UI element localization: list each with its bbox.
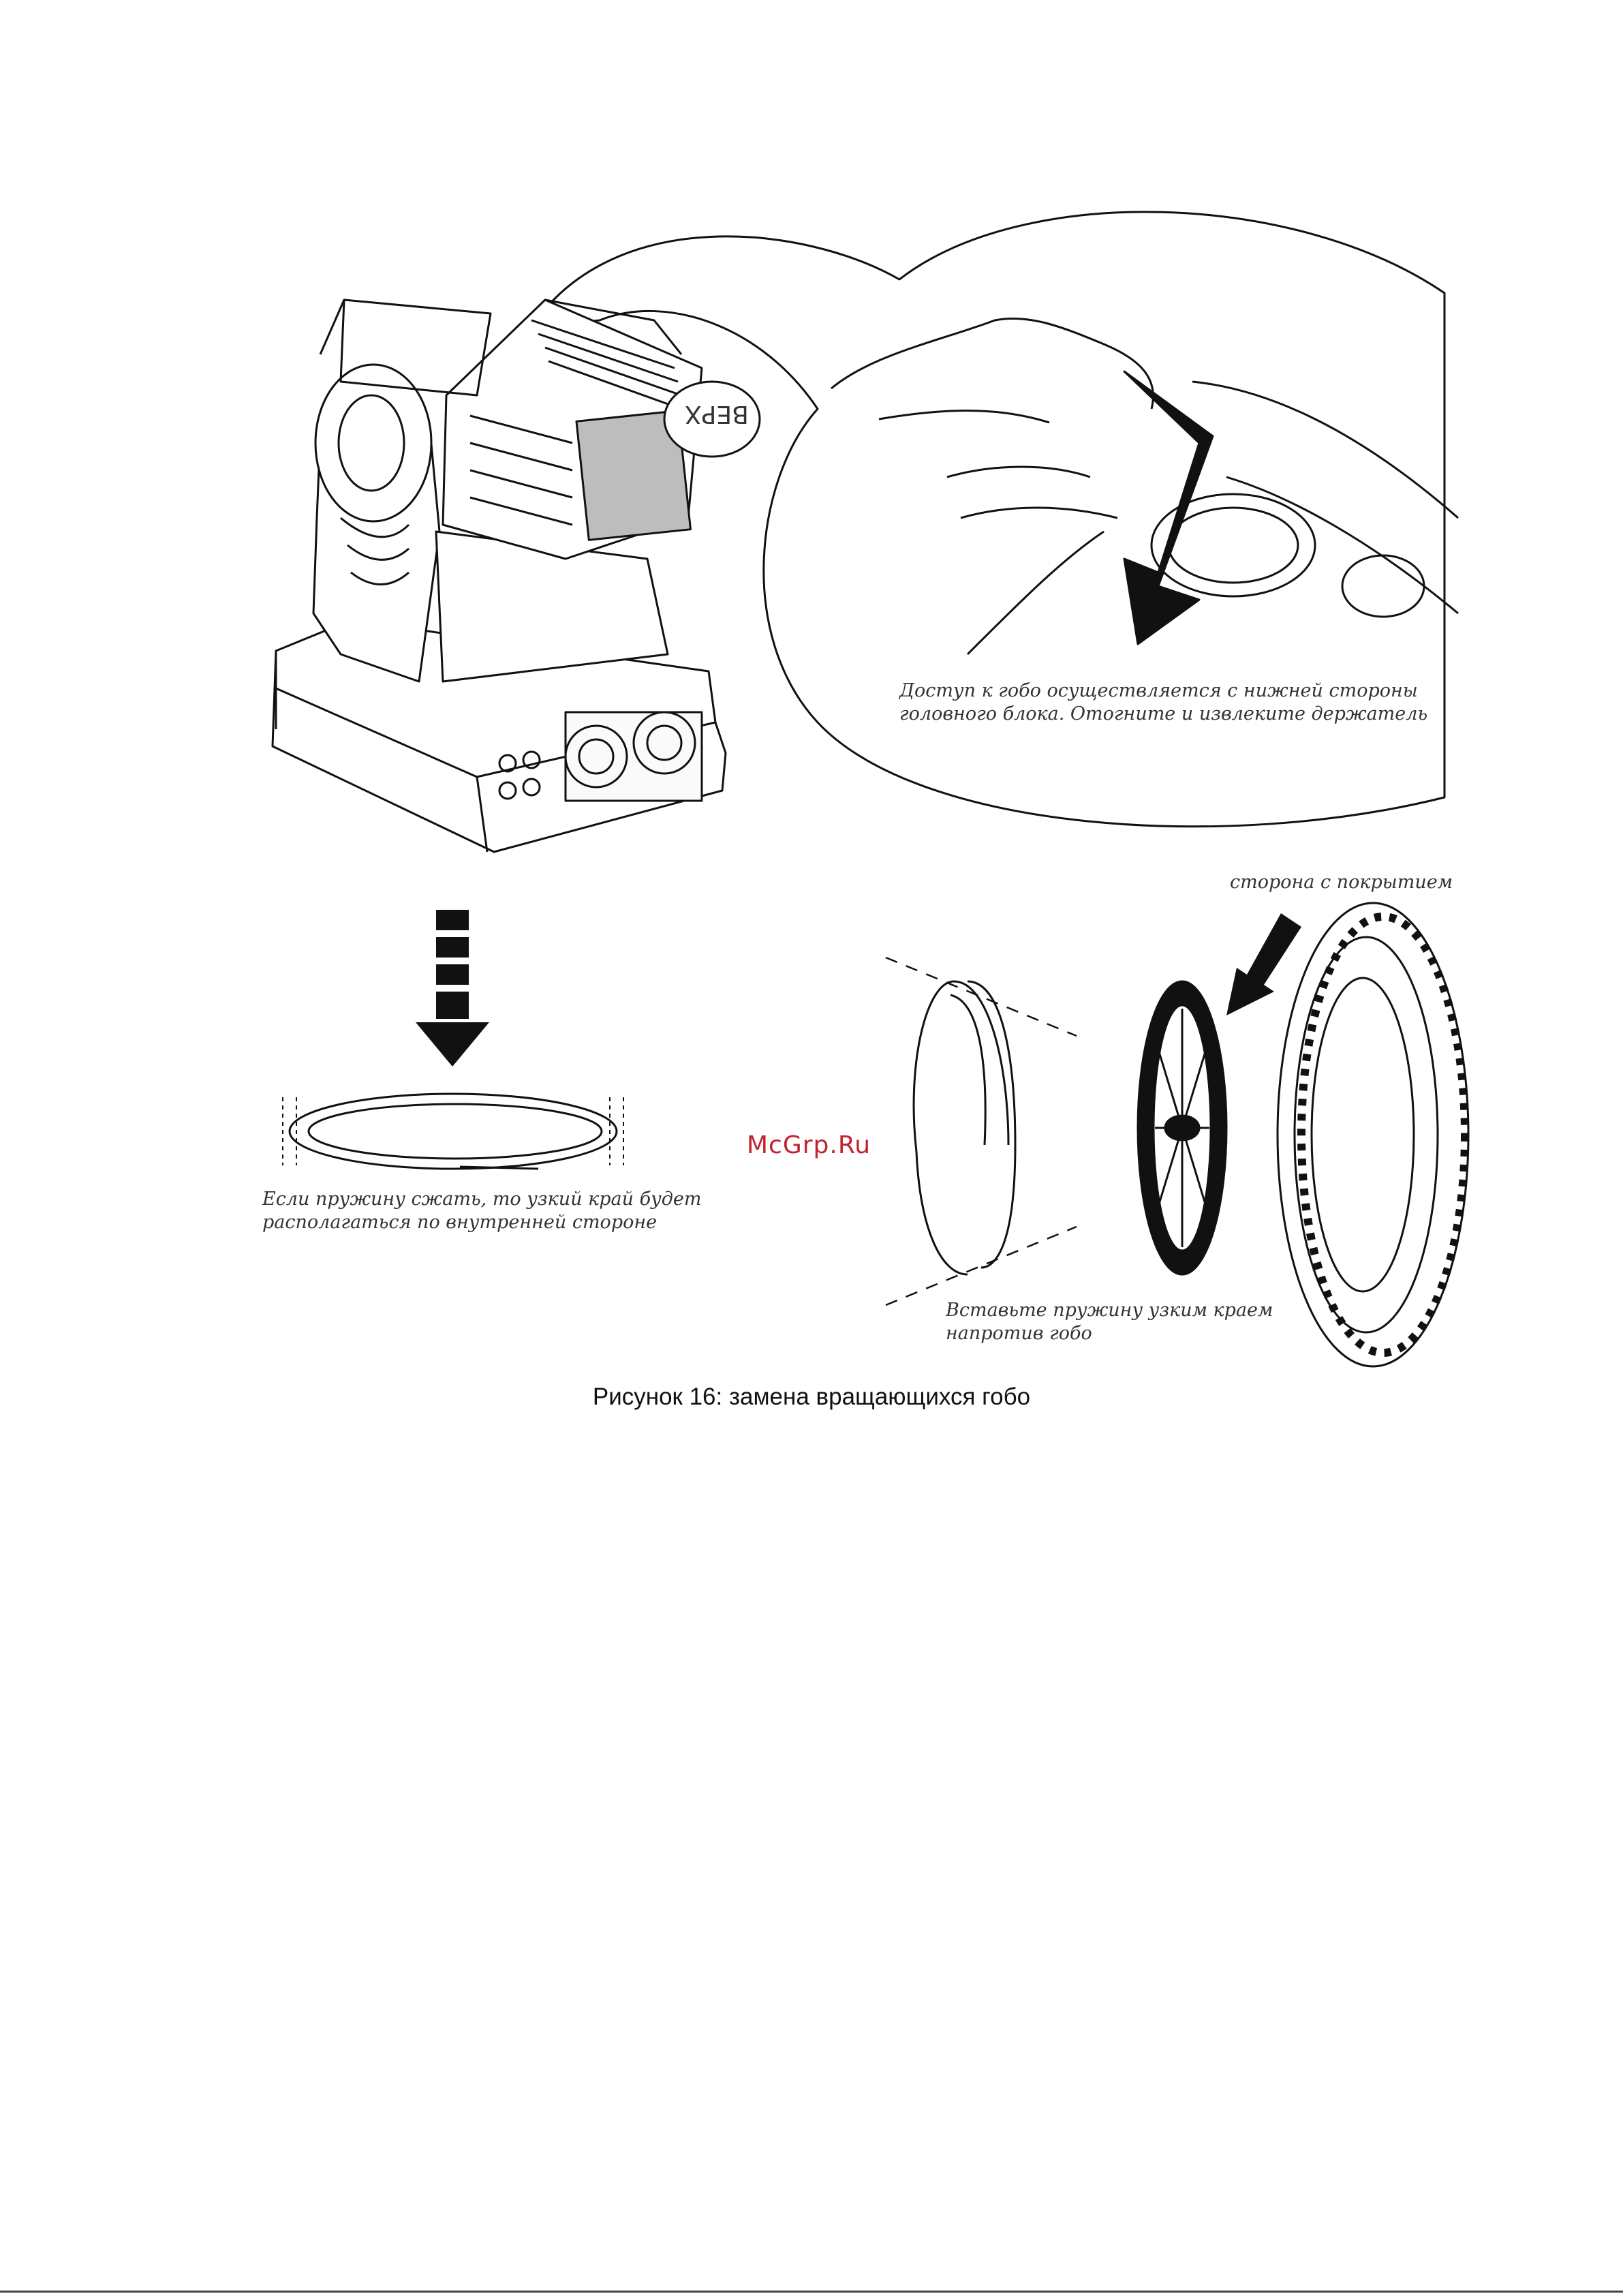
compressed-spring [283, 1094, 623, 1169]
hand-gobo-detail [831, 318, 1458, 654]
coated-side-note: сторона с покрытием [1230, 871, 1453, 894]
spring-compress-note-line-1: Если пружину сжать, то узкий край будет [262, 1188, 701, 1211]
insert-spring-note-line-2: напротив гобо [946, 1322, 1092, 1345]
gobo [1138, 981, 1226, 1274]
access-note-line-1: Доступ к гобо осуществляется с нижней ст… [899, 679, 1418, 703]
down-arrow [416, 910, 489, 1067]
coated-side-arrow [1226, 913, 1301, 1015]
spring-insert [886, 958, 1077, 1305]
figure-caption: Рисунок 16: замена вращающихся гобо [0, 1383, 1623, 1411]
gobo-holder [1278, 903, 1468, 1366]
top-label: ВЕРХ [685, 402, 749, 425]
insert-spring-note-line-1: Вставьте пружину узким краем [946, 1299, 1273, 1322]
access-note-line-2: головного блока. Отогните и извлеките де… [899, 703, 1427, 726]
watermark: McGrp.Ru [747, 1131, 871, 1159]
spring-compress-note-line-2: располагаться по внутренней стороне [262, 1211, 657, 1234]
bottom-rule [0, 2291, 1623, 2293]
moving-head-fixture [273, 300, 760, 852]
